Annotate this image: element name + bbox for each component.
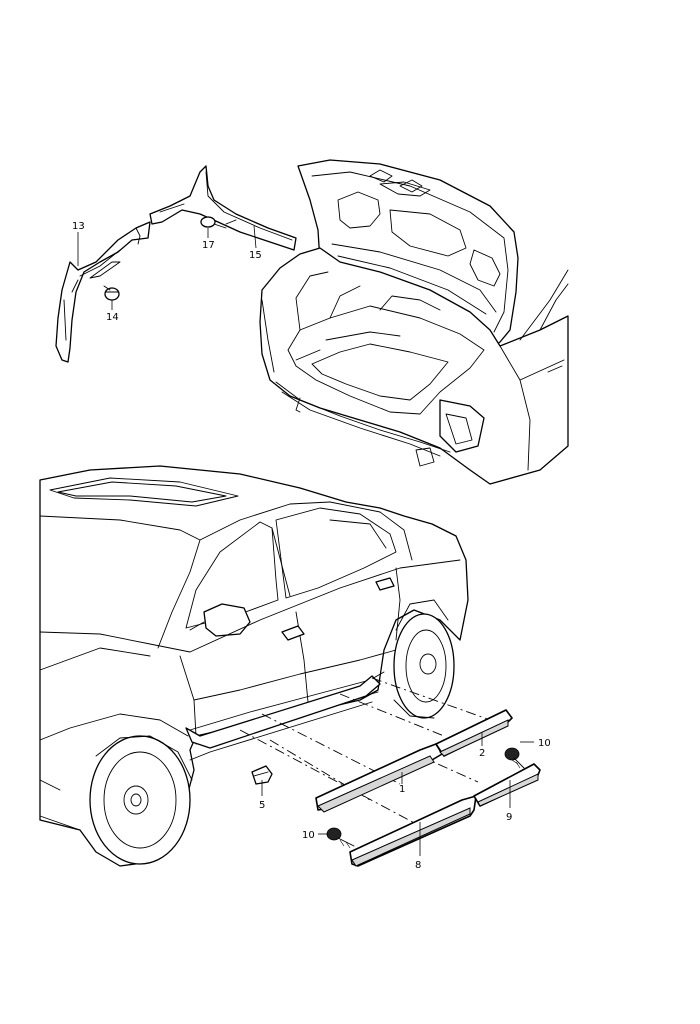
callout-labels: 13 14 17 15 1 2 5 8 9 10 10 [72, 221, 551, 871]
clip-part-17 [200, 216, 227, 229]
callout-10-lower: 10 [302, 830, 315, 841]
trim-strip-part-15 [149, 165, 297, 251]
trunk-side-trim-part-13 [55, 221, 151, 363]
callout-2: 2 [479, 748, 485, 759]
trim-strip-part-8 [349, 795, 477, 867]
leader-lines [77, 225, 534, 856]
trim-strip-part-2 [435, 709, 513, 757]
callout-14: 14 [106, 312, 119, 323]
trim-strip-part-1 [315, 743, 443, 813]
callout-17: 17 [202, 240, 215, 251]
clip-part-5 [251, 765, 273, 785]
callout-10-upper: 10 [538, 738, 551, 749]
callout-9: 9 [506, 812, 512, 823]
trim-strip-part-9 [473, 763, 541, 807]
callout-5: 5 [259, 800, 265, 811]
car-rear-trunk-view [259, 159, 569, 485]
callout-13: 13 [72, 221, 85, 232]
callout-15: 15 [249, 250, 262, 261]
callout-8: 8 [415, 860, 421, 871]
callout-1: 1 [399, 784, 405, 795]
screw-part-10-upper [504, 747, 525, 769]
clip-part-14 [103, 285, 120, 301]
car-side-view [39, 465, 469, 867]
screw-part-10-lower [326, 827, 355, 849]
